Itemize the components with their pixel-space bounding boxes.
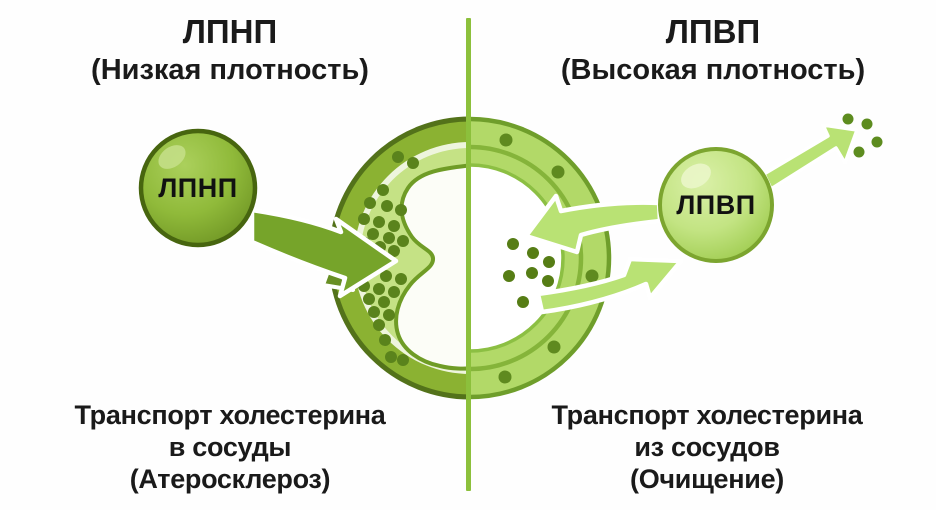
ldl-sphere-label: ЛПНП xyxy=(158,172,238,203)
hdl-caption: Транспорт холестерина из сосудов (Очищен… xyxy=(532,399,882,495)
hdl-arrow-out xyxy=(535,256,684,315)
ldl-caption-line2: в сосуды xyxy=(168,432,292,462)
plaque-cholesterol-dots xyxy=(358,151,419,366)
hdl-title: ЛПВП xyxy=(665,13,761,50)
ldl-caption: Транспорт холестерина в сосуды (Атероскл… xyxy=(55,399,405,495)
divider-line xyxy=(466,18,471,491)
wall-cholesterol-dots xyxy=(498,133,599,384)
ldl-sphere xyxy=(138,128,258,248)
ldl-caption-line1: Транспорт холестерина xyxy=(74,400,386,430)
hdl-caption-line1: Транспорт холестерина xyxy=(551,400,863,430)
ldl-arrow xyxy=(249,207,399,299)
ldl-title: ЛПНП xyxy=(182,13,278,50)
released-cholesterol-dots xyxy=(842,113,883,158)
lumen-cholesterol-dots xyxy=(503,238,555,308)
hdl-sphere-label: ЛПВП xyxy=(676,189,756,220)
hdl-arrow-release xyxy=(762,123,859,191)
ldl-caption-line3: (Атеросклероз) xyxy=(129,464,331,494)
hdl-sphere xyxy=(658,147,774,263)
ldl-subtitle: (Низкая плотность) xyxy=(91,53,369,86)
hdl-subtitle: (Высокая плотность) xyxy=(560,53,866,86)
hdl-caption-line3: (Очищение) xyxy=(630,464,784,494)
vessel-left-half xyxy=(328,116,470,400)
narrowed-lumen xyxy=(394,163,470,371)
hdl-caption-line2: из сосудов xyxy=(634,432,780,462)
